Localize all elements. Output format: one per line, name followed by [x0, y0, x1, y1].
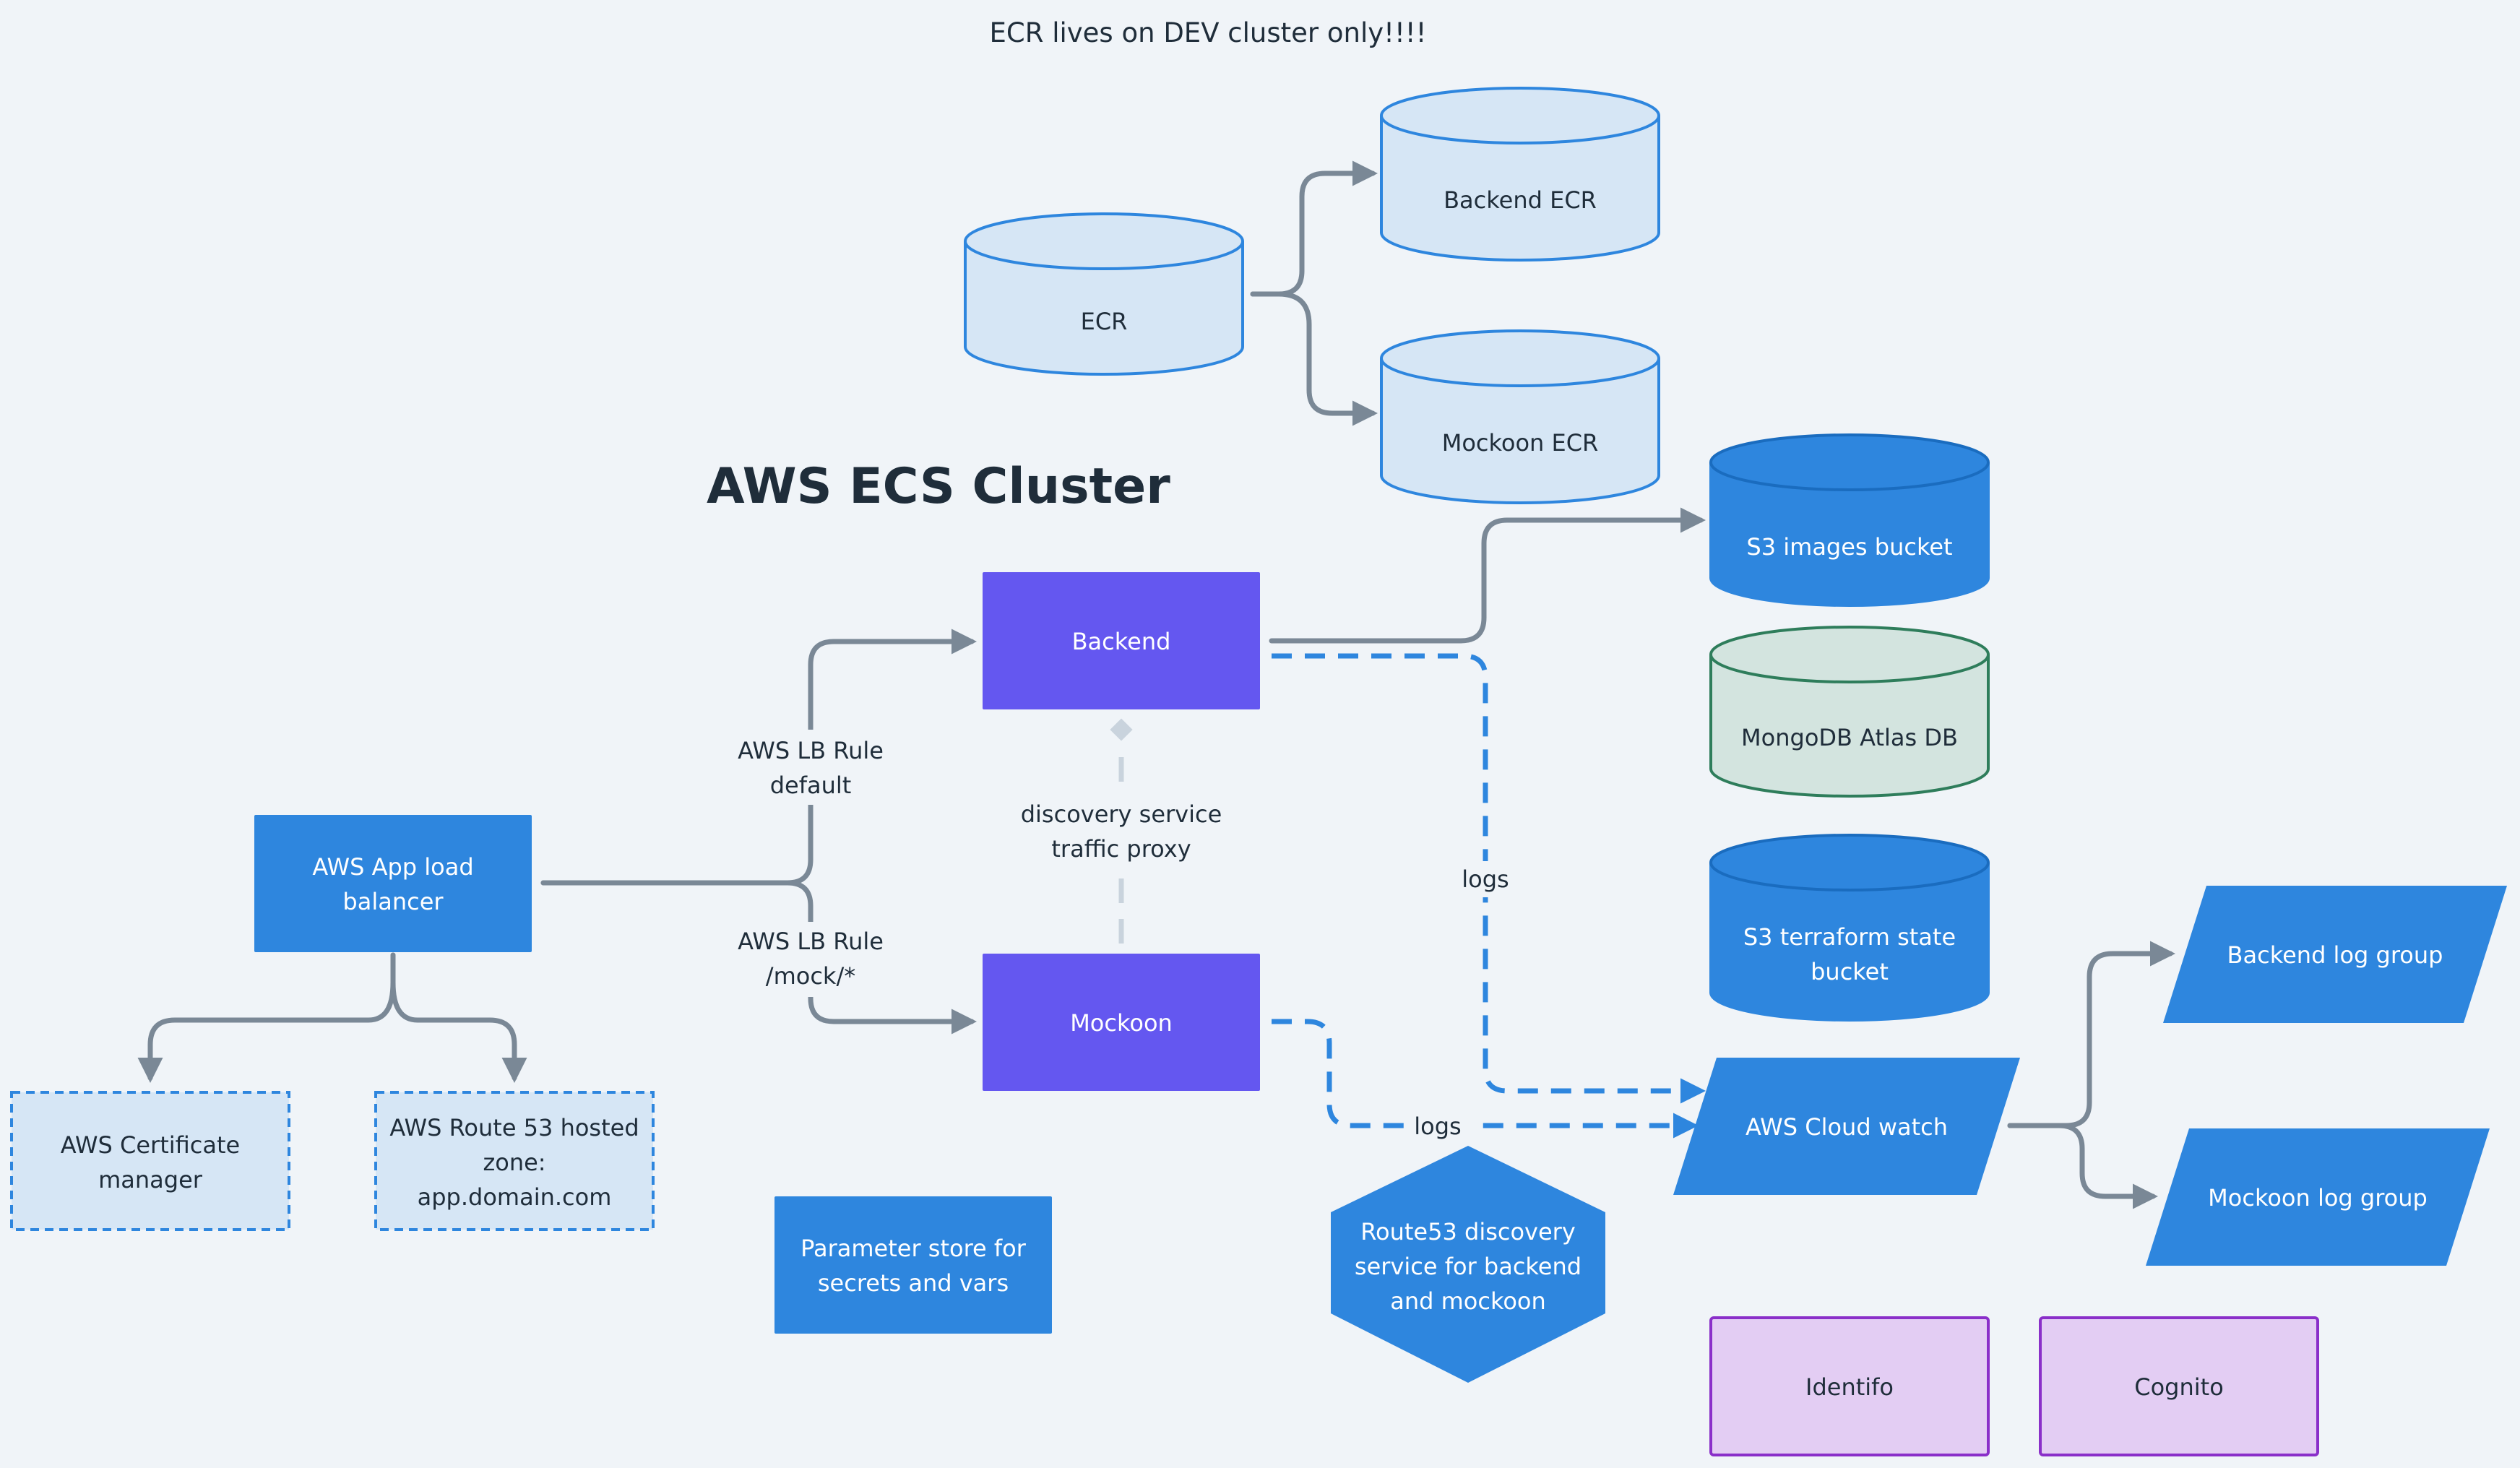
lb-rule-default-label-2: default — [770, 772, 852, 799]
route53-zone-label-1: AWS Route 53 hosted — [389, 1114, 639, 1141]
s3-terraform-bucket-cylinder[interactable]: S3 terraform state bucket — [1709, 834, 1990, 1022]
alb-label-1: AWS App load — [312, 853, 473, 881]
discovery-proxy-label-2: traffic proxy — [1051, 835, 1191, 863]
s3-images-label: S3 images bucket — [1746, 533, 1952, 561]
cloudwatch-label: AWS Cloud watch — [1746, 1113, 1948, 1141]
proxy-diamond-marker — [1110, 718, 1133, 741]
logs-backend-label: logs — [1462, 865, 1509, 893]
route53-zone-label-3: app.domain.com — [418, 1183, 612, 1211]
edge-cloudwatch-mockoon-log — [2007, 1123, 2158, 1209]
app-load-balancer[interactable]: AWS App load balancer — [254, 815, 532, 952]
route53-discovery-service[interactable]: Route53 discovery service for backend an… — [1331, 1146, 1605, 1383]
lb-rule-default-label-1: AWS LB Rule — [738, 737, 884, 764]
route53-discovery-label-3: and mockoon — [1390, 1287, 1546, 1315]
aws-cloudwatch[interactable]: AWS Cloud watch — [1673, 1058, 2020, 1195]
logs-mockoon-label: logs — [1414, 1113, 1461, 1140]
cognito-box[interactable]: Cognito — [2039, 1316, 2319, 1456]
certificate-manager[interactable]: AWS Certificate manager — [10, 1091, 290, 1231]
s3-images-bucket-cylinder[interactable]: S3 images bucket — [1709, 433, 1990, 607]
cert-manager-label-1: AWS Certificate — [61, 1131, 240, 1159]
ecr-cylinder[interactable]: ECR — [964, 212, 1244, 376]
backend-label: Backend — [1072, 628, 1171, 655]
ecr-label: ECR — [1081, 308, 1128, 335]
backend-ecr-cylinder[interactable]: Backend ECR — [1380, 87, 1660, 262]
edge-ecr-backend-ecr — [1250, 160, 1378, 297]
param-store-label-1: Parameter store for — [801, 1235, 1027, 1262]
s3-terraform-label-1: S3 terraform state — [1743, 923, 1956, 951]
route53-discovery-label-2: service for backend — [1355, 1253, 1582, 1280]
mongodb-label: MongoDB Atlas DB — [1741, 724, 1958, 751]
route53-hosted-zone[interactable]: AWS Route 53 hosted zone: app.domain.com — [374, 1091, 655, 1231]
edge-backend-s3-images — [1269, 507, 1706, 644]
discovery-proxy-label-1: discovery service — [1021, 800, 1222, 828]
edge-alb-cert-manager — [137, 952, 396, 1083]
route53-zone-label-2: zone: — [483, 1149, 545, 1176]
backend-log-label: Backend log group — [2227, 941, 2443, 969]
edge-alb-route53-zone — [390, 952, 527, 1083]
edge-ecr-mockoon-ecr — [1250, 291, 1378, 426]
s3-terraform-label-2: bucket — [1811, 958, 1889, 985]
mockoon-log-group[interactable]: Mockoon log group — [2146, 1128, 2490, 1266]
mongodb-atlas-cylinder[interactable]: MongoDB Atlas DB — [1709, 626, 1990, 798]
mockoon-service[interactable]: Mockoon — [983, 954, 1260, 1091]
backend-log-group[interactable]: Backend log group — [2163, 886, 2507, 1023]
mockoon-label: Mockoon — [1070, 1009, 1173, 1037]
parameter-store[interactable]: Parameter store for secrets and vars — [774, 1196, 1052, 1334]
cert-manager-label-2: manager — [98, 1166, 203, 1193]
backend-service[interactable]: Backend — [983, 572, 1260, 709]
mockoon-ecr-cylinder[interactable]: Mockoon ECR — [1380, 329, 1660, 504]
dev-cluster-note: ECR lives on DEV cluster only!!!! — [990, 17, 1427, 48]
cognito-label: Cognito — [2134, 1373, 2224, 1401]
lb-rule-mock-label-1: AWS LB Rule — [738, 928, 884, 955]
alb-label-2: balancer — [342, 888, 444, 915]
backend-ecr-label: Backend ECR — [1444, 186, 1597, 214]
lb-rule-mock-label-2: /mock/* — [766, 962, 855, 990]
cluster-title: AWS ECS Cluster — [707, 458, 1170, 515]
edge-mockoon-logs — [1272, 1019, 1699, 1139]
edge-cloudwatch-backend-log — [2007, 941, 2175, 1128]
mockoon-ecr-label: Mockoon ECR — [1442, 429, 1599, 457]
identifo-box[interactable]: Identifo — [1709, 1316, 1990, 1456]
identifo-label: Identifo — [1805, 1373, 1894, 1401]
edge-labels: AWS LB Rule default AWS LB Rule /mock/* … — [722, 730, 1520, 1144]
mockoon-log-label: Mockoon log group — [2208, 1184, 2428, 1212]
edge-backend-logs — [1272, 653, 1706, 1104]
param-store-label-2: secrets and vars — [818, 1269, 1009, 1297]
route53-discovery-label-1: Route53 discovery — [1360, 1218, 1576, 1245]
